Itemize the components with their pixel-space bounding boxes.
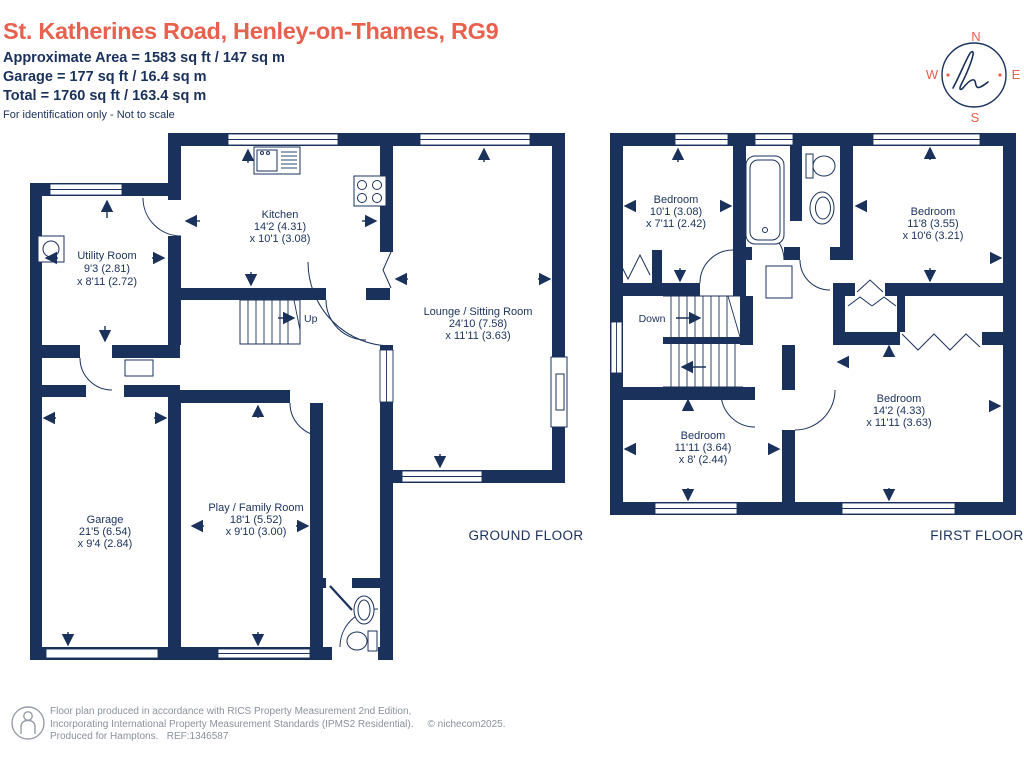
room-dim1: 14'2 (4.31) — [254, 221, 306, 233]
room-label-garage: Garage 21'5 (6.54) x 9'4 (2.84) — [78, 514, 133, 550]
room-name: Bedroom — [654, 194, 699, 206]
wc-basin — [353, 595, 375, 625]
room-dim1: 18'1 (5.52) — [230, 514, 282, 526]
room-label-play-family: Play / Family Room 18'1 (5.52) x 9'10 (3… — [208, 502, 303, 538]
ground-door-arcs — [79, 197, 393, 648]
room-name: Kitchen — [262, 209, 299, 221]
first-floor-plan: Down — [610, 133, 1023, 543]
room-dim1: 24'10 (7.58) — [449, 318, 507, 330]
fireplace — [550, 356, 568, 428]
first-windows — [610, 133, 981, 515]
room-dim2: x 8'11 (2.72) — [77, 276, 137, 288]
ground-floor-plan: Up — [30, 133, 583, 660]
hamptons-h-icon — [952, 50, 989, 91]
ground-windows — [45, 133, 531, 659]
compass-east-label: E — [1012, 67, 1021, 82]
compass-south-label: S — [971, 110, 980, 125]
room-label-lounge: Lounge / Sitting Room 24'10 (7.58) x 11'… — [424, 306, 533, 342]
garage-area-text: Garage = 177 sq ft / 16.4 sq m — [3, 69, 207, 85]
room-dim2: x 10'6 (3.21) — [903, 230, 964, 242]
bath — [745, 155, 785, 245]
rics-person-icon — [11, 706, 45, 740]
room-name: Garage — [87, 514, 124, 526]
room-dim1: 9'3 (2.81) — [84, 263, 130, 275]
footer-line-2: Incorporating International Property Mea… — [50, 718, 414, 730]
compass-east-dot — [998, 73, 1002, 77]
room-dim2: x 9'4 (2.84) — [78, 538, 133, 550]
room-label-kitchen: Kitchen 14'2 (4.31) x 10'1 (3.08) — [250, 209, 311, 245]
footer-line-3: Produced for Hamptons. REF:1346587 — [50, 731, 229, 742]
basin — [809, 191, 835, 225]
room-label-utility: Utility Room 9'3 (2.81) x 8'11 (2.72) — [77, 250, 137, 288]
ground-room-labels: Utility Room 9'3 (2.81) x 8'11 (2.72) Ki… — [77, 209, 532, 550]
footer: Floor plan produced in accordance with R… — [50, 706, 505, 744]
room-dim2: x 11'11 (3.63) — [866, 417, 931, 429]
room-dim2: x 11'11 (3.63) — [445, 330, 510, 342]
hall-cupboard — [124, 359, 154, 377]
stairs-down-label: Down — [639, 313, 666, 325]
room-dim1: 21'5 (6.54) — [79, 526, 131, 538]
room-dim1: 10'1 (3.08) — [650, 206, 702, 218]
room-dim2: x 8' (2.44) — [679, 454, 728, 466]
disclaimer-text: For identification only - Not to scale — [3, 109, 175, 121]
room-name: Play / Family Room — [208, 502, 303, 514]
toilet — [805, 153, 836, 179]
ground-floor-label: GROUND FLOOR — [468, 528, 583, 543]
wc-toilet — [346, 630, 378, 652]
compass-north-label: N — [971, 29, 980, 44]
kitchen-sink — [253, 146, 301, 175]
room-dim2: x 7'11 (2.42) — [646, 218, 706, 230]
ground-measurement-arrows — [42, 147, 552, 647]
garage-door — [45, 648, 159, 659]
room-dim1: 14'2 (4.33) — [873, 405, 925, 417]
compass-west-label: W — [926, 67, 939, 82]
room-dim2: x 9'10 (3.00) — [226, 526, 287, 538]
copyright-text: © nichecom2025. — [427, 718, 506, 730]
wardrobe-zigzag — [615, 253, 981, 351]
room-label-bedroom-2: Bedroom 11'8 (3.55) x 10'6 (3.21) — [903, 206, 964, 242]
room-name: Utility Room — [77, 250, 136, 262]
room-name: Bedroom — [877, 393, 922, 405]
hob — [353, 175, 387, 207]
compass: N E S W — [926, 29, 1021, 125]
footer-line-1: Floor plan produced in accordance with R… — [50, 706, 412, 717]
stairs-down: Down — [639, 295, 743, 388]
room-dim2: x 10'1 (3.08) — [250, 233, 311, 245]
room-label-bedroom-4: Bedroom 14'2 (4.33) x 11'11 (3.63) — [866, 393, 931, 429]
room-name: Bedroom — [681, 430, 726, 442]
room-label-bedroom-3: Bedroom 11'11 (3.64) x 8' (2.44) — [675, 430, 732, 466]
stairs-up: Up — [239, 299, 318, 345]
property-address-title: St. Katherines Road, Henley-on-Thames, R… — [3, 18, 499, 44]
compass-circle — [941, 42, 1007, 108]
room-name: Lounge / Sitting Room — [424, 306, 533, 318]
first-floor-label: FIRST FLOOR — [930, 528, 1023, 543]
landing-cupboard — [765, 265, 793, 299]
header: St. Katherines Road, Henley-on-Thames, R… — [3, 18, 499, 121]
room-name: Bedroom — [911, 206, 956, 218]
ground-door-openings — [80, 200, 393, 660]
room-dim1: 11'11 (3.64) — [675, 442, 732, 454]
total-area-text: Total = 1760 sq ft / 163.4 sq m — [3, 88, 207, 104]
approximate-area-text: Approximate Area = 1583 sq ft / 147 sq m — [3, 50, 285, 66]
room-label-bedroom-1: Bedroom 10'1 (3.08) x 7'11 (2.42) — [646, 194, 706, 230]
compass-west-dot — [946, 73, 950, 77]
first-measurement-arrows — [623, 146, 1003, 502]
stairs-up-label: Up — [304, 313, 318, 325]
room-dim1: 11'8 (3.55) — [907, 218, 958, 230]
first-room-labels: Bedroom 10'1 (3.08) x 7'11 (2.42) Bedroo… — [646, 194, 963, 466]
